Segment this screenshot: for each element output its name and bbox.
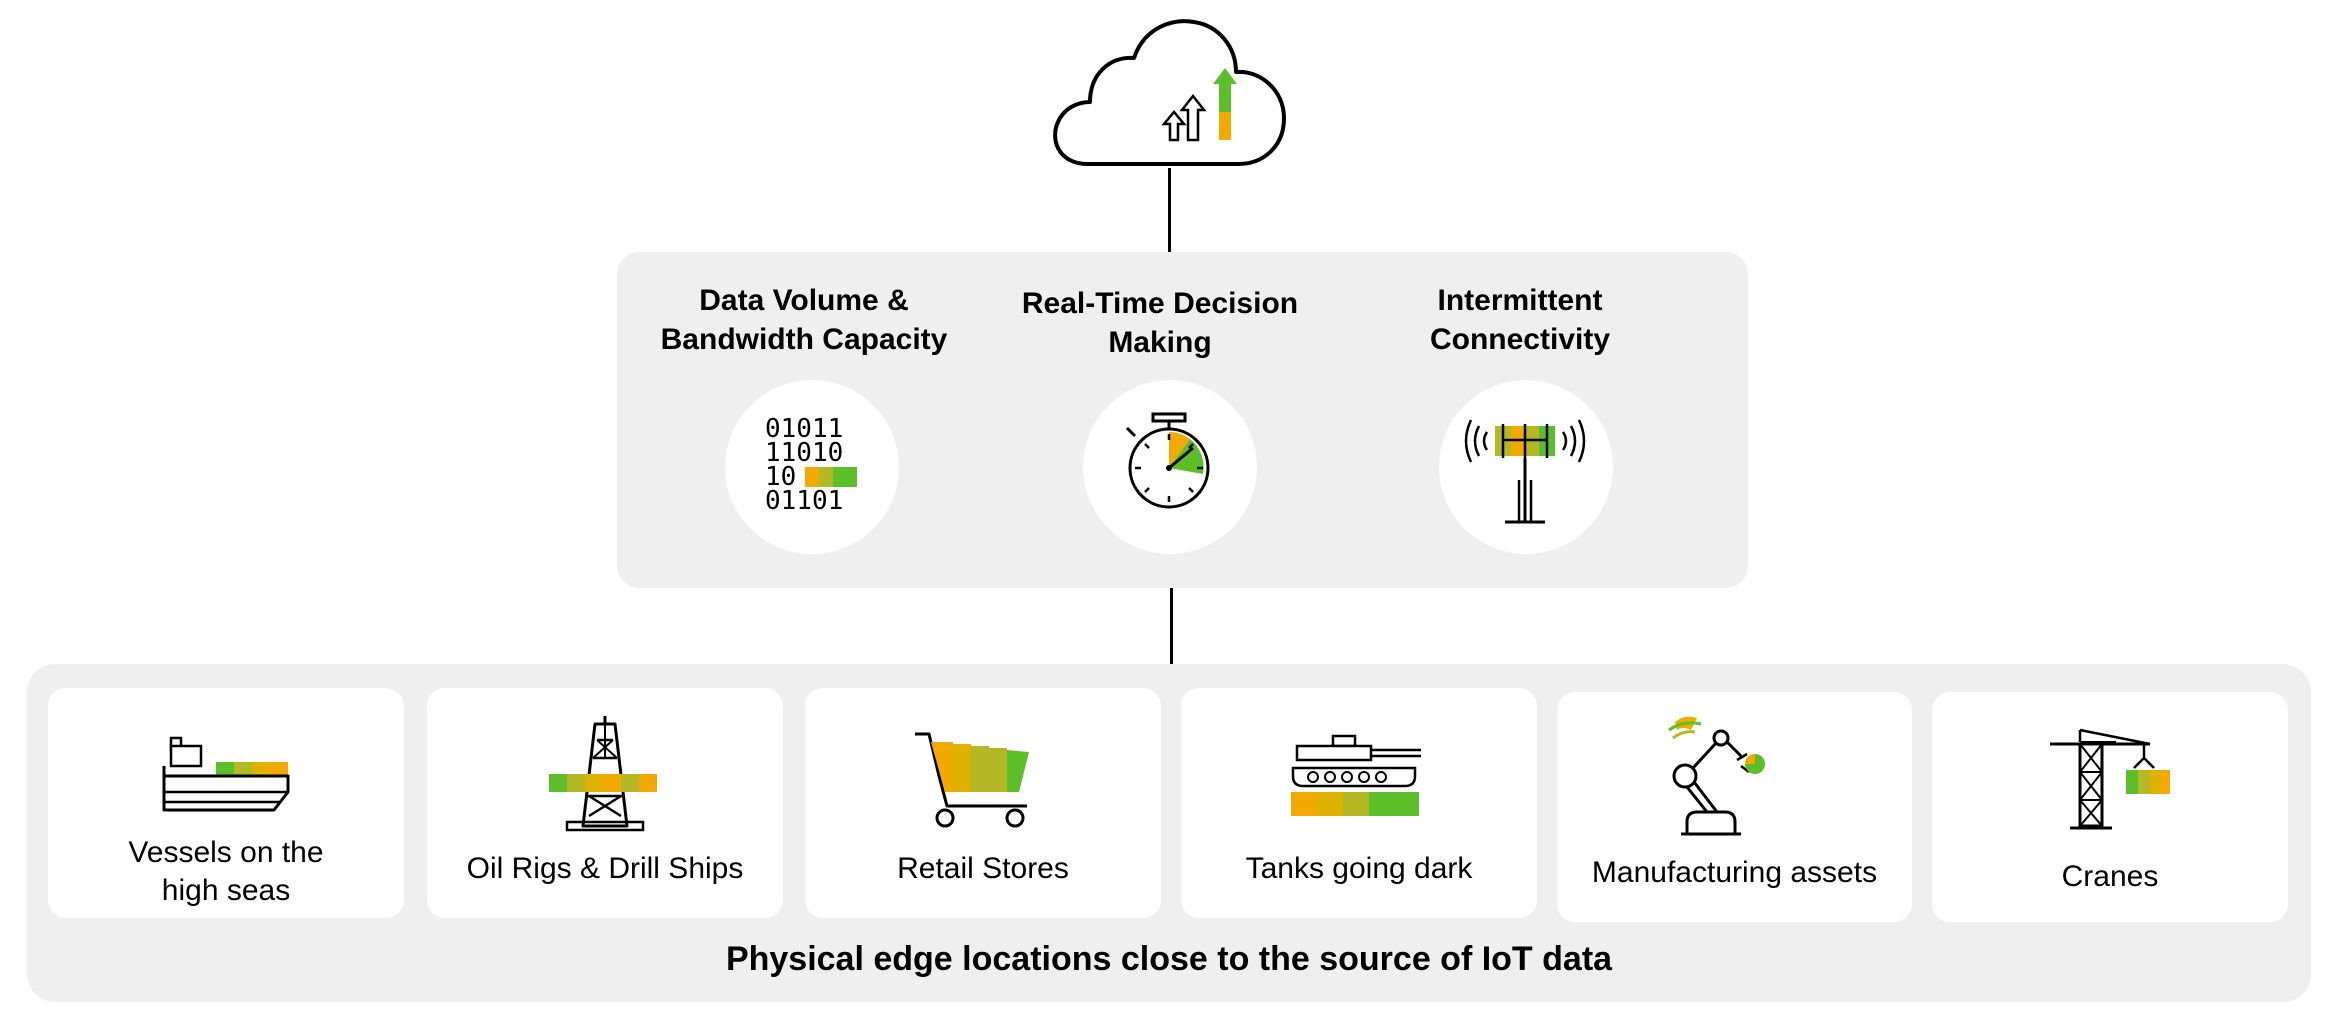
challenge-title: Real-Time Decision Making bbox=[1021, 287, 1299, 359]
cloud-analytics-icon bbox=[1048, 14, 1290, 172]
location-card-tanks: Tanks going dark bbox=[1181, 688, 1537, 918]
robotic-arm-icon bbox=[1668, 716, 1765, 836]
challenge-title: Intermittent Connectivity bbox=[1429, 284, 1611, 356]
growth-arrows-icon bbox=[1161, 68, 1237, 142]
binary-data-icon: 01011 11010 10 01101 bbox=[725, 380, 899, 554]
cloud-connector-line bbox=[1168, 168, 1171, 252]
crane-icon bbox=[2050, 728, 2170, 830]
shopping-cart-icon bbox=[915, 732, 1029, 828]
svg-text:11010: 11010 bbox=[765, 438, 843, 468]
location-card-cranes: Cranes bbox=[1932, 692, 2288, 922]
svg-text:01011: 01011 bbox=[765, 414, 843, 444]
challenge-title: Data Volume & Bandwidth Capacity bbox=[660, 284, 948, 356]
diagram-caption: Physical edge locations close to the sou… bbox=[725, 940, 1613, 978]
location-label: Tanks going dark bbox=[1245, 852, 1473, 885]
location-label: Manufacturing assets bbox=[1591, 856, 1878, 889]
location-card-retail: Retail Stores bbox=[805, 688, 1161, 918]
location-label: Cranes bbox=[2061, 860, 2159, 893]
edge-connector-line bbox=[1170, 588, 1173, 664]
oil-rig-icon bbox=[549, 716, 657, 832]
antenna-tower-icon bbox=[1439, 380, 1613, 554]
location-card-manufacturing: Manufacturing assets bbox=[1557, 692, 1912, 922]
location-card-vessels: Vessels on the high seas bbox=[48, 688, 404, 918]
svg-text:10: 10 bbox=[765, 462, 796, 492]
location-label: Vessels on the high seas bbox=[128, 836, 324, 907]
cargo-ship-icon bbox=[162, 736, 290, 812]
location-card-oil-rigs: Oil Rigs & Drill Ships bbox=[427, 688, 783, 918]
challenge-real-time: Real-Time Decision Making bbox=[990, 284, 1330, 362]
location-label: Oil Rigs & Drill Ships bbox=[466, 852, 744, 885]
tank-icon bbox=[1291, 734, 1421, 816]
location-label: Retail Stores bbox=[897, 852, 1069, 885]
edge-locations-panel bbox=[27, 664, 2311, 1002]
stopwatch-icon bbox=[1083, 380, 1257, 554]
challenge-data-volume: Data Volume & Bandwidth Capacity bbox=[634, 281, 974, 359]
svg-text:01101: 01101 bbox=[765, 486, 843, 516]
challenge-connectivity: Intermittent Connectivity bbox=[1350, 281, 1690, 359]
